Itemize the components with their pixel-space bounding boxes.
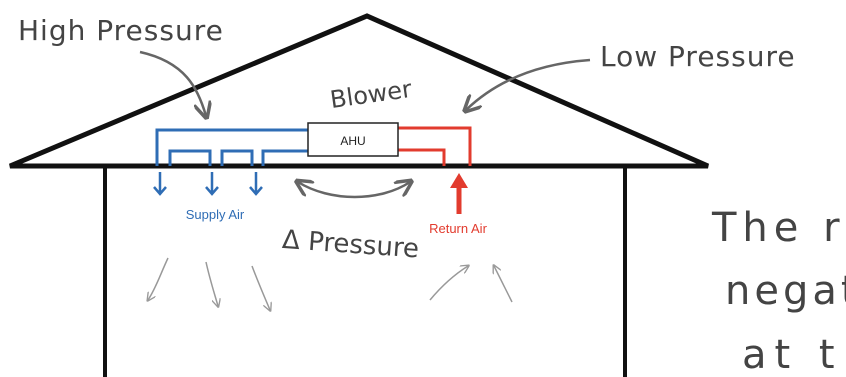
ahu-box	[307, 122, 399, 157]
low-pressure-arrow	[466, 58, 591, 110]
return-air-label: Return Air	[429, 221, 487, 236]
house-walls	[103, 166, 627, 377]
supply-arrows	[153, 172, 263, 196]
high-pressure-arrow	[139, 50, 206, 116]
side-note-line-3: at t	[742, 332, 843, 377]
ahu-label: AHU	[340, 134, 365, 148]
blower-label: Blower	[328, 75, 413, 114]
room-airflow-hints	[148, 257, 513, 310]
return-duct	[398, 126, 472, 166]
supply-air-label: Supply Air	[186, 207, 245, 222]
side-note-line-2: negat	[725, 268, 846, 314]
high-pressure-label: High Pressure	[18, 14, 224, 47]
low-pressure-label: Low Pressure	[600, 40, 796, 73]
pressure-difference-arrow	[298, 182, 410, 199]
side-note-line-1: The r	[711, 205, 846, 251]
return-arrow	[450, 173, 468, 214]
supply-duct	[155, 128, 308, 166]
delta-pressure-label: Δ Pressure	[281, 225, 420, 264]
